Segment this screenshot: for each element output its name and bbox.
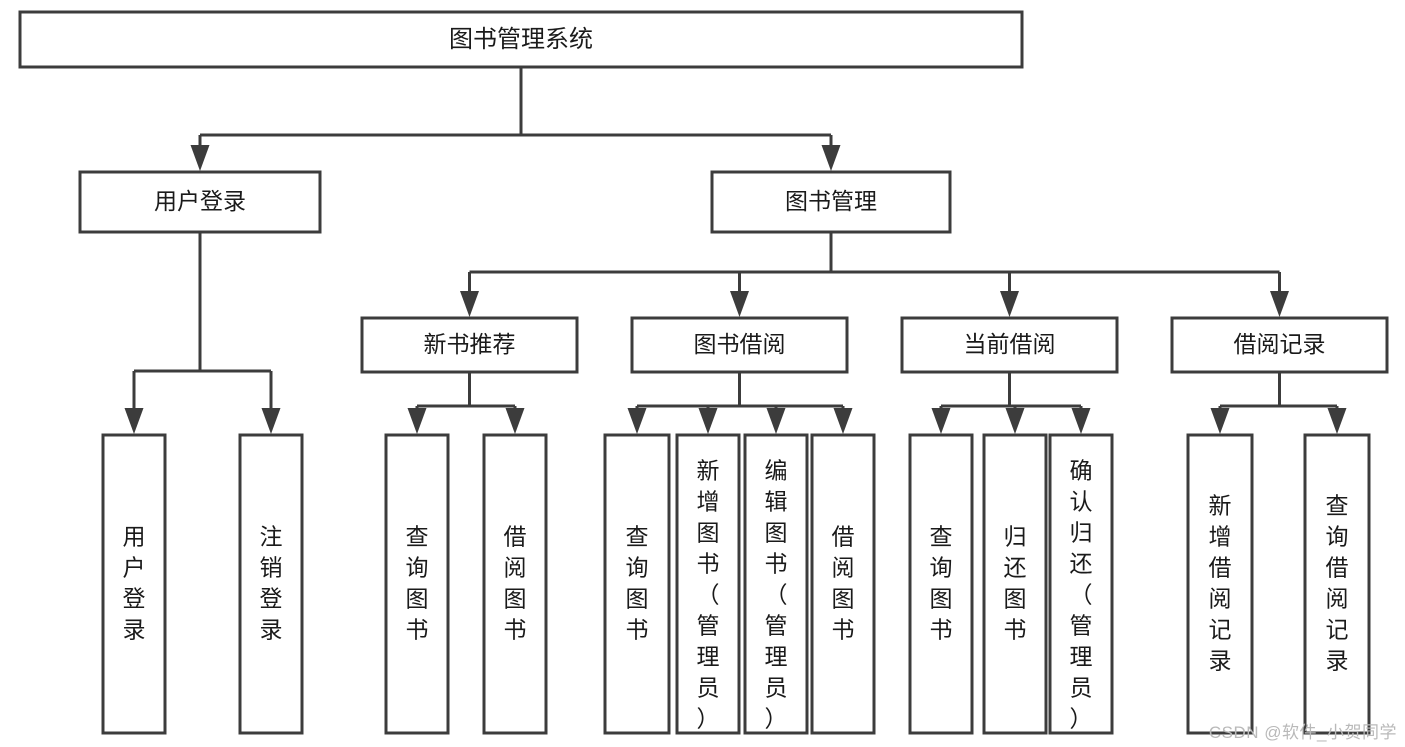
arrow-head-icon: [766, 408, 786, 434]
node-label: 借阅图书: [832, 524, 855, 643]
node-label: 查询图书: [626, 524, 649, 643]
node-leaf-confirm-return[interactable]: 确认归还（管理员）: [1048, 433, 1114, 735]
arrow-head-icon: [931, 408, 951, 434]
node-box: [900, 316, 1119, 374]
arrow-head-icon: [505, 408, 525, 434]
arrow-head-icon: [698, 408, 718, 434]
node-root[interactable]: 图书管理系统: [18, 10, 1024, 69]
node-label: 图书管理: [785, 188, 877, 214]
node-box: [238, 433, 304, 735]
node-box: [810, 433, 876, 735]
node-label: 借阅记录: [1234, 331, 1326, 357]
node-newbook[interactable]: 新书推荐: [360, 316, 579, 374]
arrow-head-icon: [821, 145, 841, 171]
node-label: 编辑图书（管理员）: [765, 458, 788, 732]
arrow-head-icon: [190, 145, 210, 171]
node-leaf-query-book-cur[interactable]: 查询图书: [908, 433, 974, 735]
arrow-head-icon: [1071, 408, 1091, 434]
node-login[interactable]: 用户登录: [78, 170, 322, 234]
node-box: [360, 316, 579, 374]
node-bookmgmt[interactable]: 图书管理: [710, 170, 952, 234]
node-box: [675, 433, 741, 735]
node-leaf-query-book[interactable]: 查询图书: [603, 433, 671, 735]
arrow-head-icon: [407, 408, 427, 434]
node-leaf-user-login[interactable]: 用户登录: [101, 433, 167, 735]
node-current[interactable]: 当前借阅: [900, 316, 1119, 374]
node-box: [1048, 433, 1114, 735]
connector-layer: [124, 67, 1347, 434]
node-records[interactable]: 借阅记录: [1170, 316, 1389, 374]
node-box: [482, 433, 548, 735]
node-box: [1186, 433, 1254, 735]
node-label: 用户登录: [123, 524, 146, 643]
node-leaf-return-book[interactable]: 归还图书: [982, 433, 1048, 735]
node-box: [603, 433, 671, 735]
arrow-head-icon: [730, 291, 749, 317]
node-borrow[interactable]: 图书借阅: [630, 316, 849, 374]
node-box: [1303, 433, 1371, 735]
node-box: [78, 170, 322, 234]
node-leaf-borrow-book-new[interactable]: 借阅图书: [482, 433, 548, 735]
node-leaf-edit-book[interactable]: 编辑图书（管理员）: [743, 433, 809, 735]
node-label: 新增图书（管理员）: [697, 458, 720, 732]
node-label: 确认归还（管理员）: [1070, 458, 1093, 732]
node-leaf-query-book-new[interactable]: 查询图书: [384, 433, 450, 735]
node-label: 新书推荐: [424, 331, 516, 357]
node-box: [18, 10, 1024, 69]
arrow-head-icon: [261, 408, 281, 434]
arrow-head-icon: [1327, 408, 1347, 434]
arrow-head-icon: [124, 408, 144, 434]
node-box: [982, 433, 1048, 735]
node-leaf-add-book[interactable]: 新增图书（管理员）: [675, 433, 741, 735]
node-label: 图书管理系统: [449, 26, 593, 53]
node-box: [908, 433, 974, 735]
node-label: 新增借阅记录: [1209, 493, 1232, 674]
node-label: 当前借阅: [964, 331, 1056, 357]
node-leaf-add-record[interactable]: 新增借阅记录: [1186, 433, 1254, 735]
arrow-head-icon: [1270, 291, 1289, 317]
arrow-head-icon: [833, 408, 853, 434]
node-label: 借阅图书: [504, 524, 527, 643]
node-leaf-logout[interactable]: 注销登录: [238, 433, 304, 735]
node-leaf-query-record[interactable]: 查询借阅记录: [1303, 433, 1371, 735]
node-box: [630, 316, 849, 374]
node-box: [710, 170, 952, 234]
node-box: [101, 433, 167, 735]
node-box: [384, 433, 450, 735]
node-label: 查询图书: [406, 524, 429, 643]
arrow-head-icon: [627, 408, 647, 434]
node-label: 查询图书: [930, 524, 953, 643]
arrow-head-icon: [1005, 408, 1025, 434]
node-label: 注销登录: [260, 524, 283, 643]
node-layer: 图书管理系统用户登录图书管理新书推荐图书借阅当前借阅借阅记录用户登录注销登录查询…: [18, 10, 1389, 735]
node-box: [743, 433, 809, 735]
node-box: [1170, 316, 1389, 374]
node-label: 用户登录: [154, 188, 246, 214]
node-leaf-borrow-book[interactable]: 借阅图书: [810, 433, 876, 735]
node-label: 归还图书: [1004, 524, 1027, 643]
node-label: 图书借阅: [694, 331, 786, 357]
arrow-head-icon: [1210, 408, 1230, 434]
arrow-head-icon: [460, 291, 479, 317]
node-label: 查询借阅记录: [1326, 493, 1349, 674]
arrow-head-icon: [1000, 291, 1019, 317]
